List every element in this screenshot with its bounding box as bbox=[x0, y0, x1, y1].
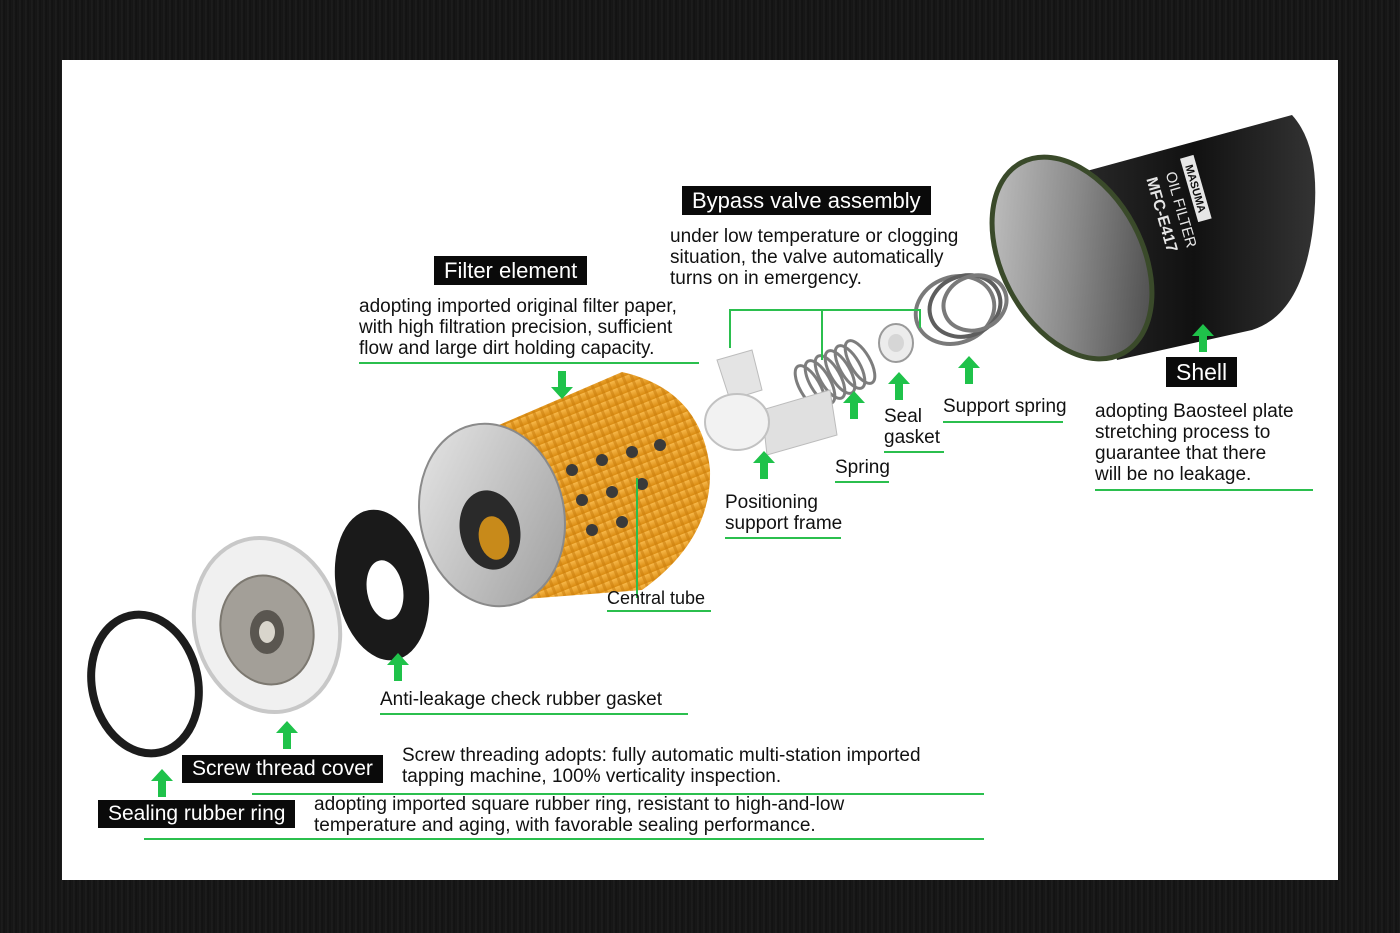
spring-underline bbox=[835, 481, 889, 483]
positioning-frame-line: support frame bbox=[725, 513, 843, 534]
sealing-ring-title: Sealing rubber ring bbox=[98, 800, 296, 829]
seal-gasket-underline bbox=[884, 451, 944, 453]
screw-thread-desc-line: Screw threading adopts: fully automatic … bbox=[402, 745, 921, 766]
support-spring-underline bbox=[943, 421, 1063, 423]
green-up-arrow-icon bbox=[1192, 324, 1214, 352]
seal-gasket-part bbox=[878, 323, 914, 363]
diagram-canvas: MASUMA OIL FILTER MFC-E417 bbox=[62, 60, 1338, 880]
sealing-ring-underline bbox=[144, 838, 984, 840]
green-up-arrow-icon bbox=[753, 451, 775, 479]
sealing-ring-desc-line: temperature and aging, with favorable se… bbox=[314, 815, 816, 836]
screw-thread-title: Screw thread cover bbox=[182, 755, 383, 784]
screw-thread-desc-line: tapping machine, 100% verticality inspec… bbox=[402, 766, 782, 787]
filter-element-title: Filter element bbox=[434, 256, 588, 286]
shell-desc-line: guarantee that there bbox=[1095, 443, 1267, 464]
bypass-valve-description: under low temperature or clogging situat… bbox=[670, 226, 958, 289]
anti-leakage-underline bbox=[380, 713, 688, 715]
central-tube-underline bbox=[607, 610, 711, 612]
green-up-arrow-icon bbox=[888, 372, 910, 400]
spring-label: Spring bbox=[835, 457, 890, 478]
anti-leakage-label: Anti-leakage check rubber gasket bbox=[380, 689, 662, 710]
shell-brand-badge bbox=[1180, 154, 1212, 223]
sealing-ring-description: adopting imported square rubber ring, re… bbox=[314, 794, 844, 836]
exploded-view-illustration: MASUMA OIL FILTER MFC-E417 bbox=[87, 115, 1316, 758]
shell-description: adopting Baosteel plate stretching proce… bbox=[1095, 401, 1294, 485]
bypass-valve-title: Bypass valve assembly bbox=[682, 186, 931, 216]
shell-desc-line: stretching process to bbox=[1095, 422, 1271, 443]
filter-element-underline bbox=[359, 362, 699, 364]
sealing-ring-part bbox=[87, 610, 203, 758]
bypass-desc-line: under low temperature or clogging bbox=[670, 226, 959, 247]
positioning-frame-line: Positioning bbox=[725, 492, 818, 513]
positioning-frame-part bbox=[704, 349, 838, 456]
seal-gasket-line: Seal bbox=[884, 406, 923, 427]
green-up-arrow-icon bbox=[958, 356, 980, 384]
filter-element-description: adopting imported original filter paper,… bbox=[359, 296, 677, 359]
shell-underline bbox=[1095, 489, 1313, 491]
shell-part: MASUMA OIL FILTER MFC-E417 bbox=[989, 115, 1316, 362]
anti-leakage-gasket-part bbox=[334, 509, 430, 661]
screw-thread-underline bbox=[252, 793, 984, 795]
support-spring-label: Support spring bbox=[943, 396, 1067, 417]
shell-desc-line: will be no leakage. bbox=[1095, 464, 1252, 485]
filter-desc-line: with high filtration precision, sufficie… bbox=[359, 317, 673, 338]
filter-element-part bbox=[418, 372, 711, 608]
sealing-ring-desc-line: adopting imported square rubber ring, re… bbox=[314, 794, 845, 815]
filter-desc-line: flow and large dirt holding capacity. bbox=[359, 338, 655, 359]
seal-gasket-label: Seal gasket bbox=[884, 406, 940, 448]
screw-thread-description: Screw threading adopts: fully automatic … bbox=[402, 745, 921, 787]
green-up-arrow-icon bbox=[151, 769, 173, 797]
green-down-arrow-icon bbox=[551, 371, 573, 399]
support-spring-part bbox=[913, 273, 1009, 346]
bypass-desc-line: turns on in emergency. bbox=[670, 268, 862, 289]
screw-thread-cover-part bbox=[191, 535, 343, 715]
leader-lines bbox=[636, 309, 921, 598]
seal-gasket-line: gasket bbox=[884, 427, 940, 448]
bypass-desc-line: situation, the valve automatically bbox=[670, 247, 944, 268]
positioning-frame-label: Positioning support frame bbox=[725, 492, 842, 534]
green-up-arrow-icon bbox=[387, 653, 409, 681]
positioning-frame-underline bbox=[725, 537, 841, 539]
central-tube-label: Central tube bbox=[607, 588, 706, 608]
shell-desc-line: adopting Baosteel plate bbox=[1095, 401, 1294, 422]
filter-desc-line: adopting imported original filter paper, bbox=[359, 296, 677, 317]
green-up-arrow-icon bbox=[276, 721, 298, 749]
shell-title: Shell bbox=[1166, 357, 1238, 388]
green-up-arrow-icon bbox=[843, 391, 865, 419]
